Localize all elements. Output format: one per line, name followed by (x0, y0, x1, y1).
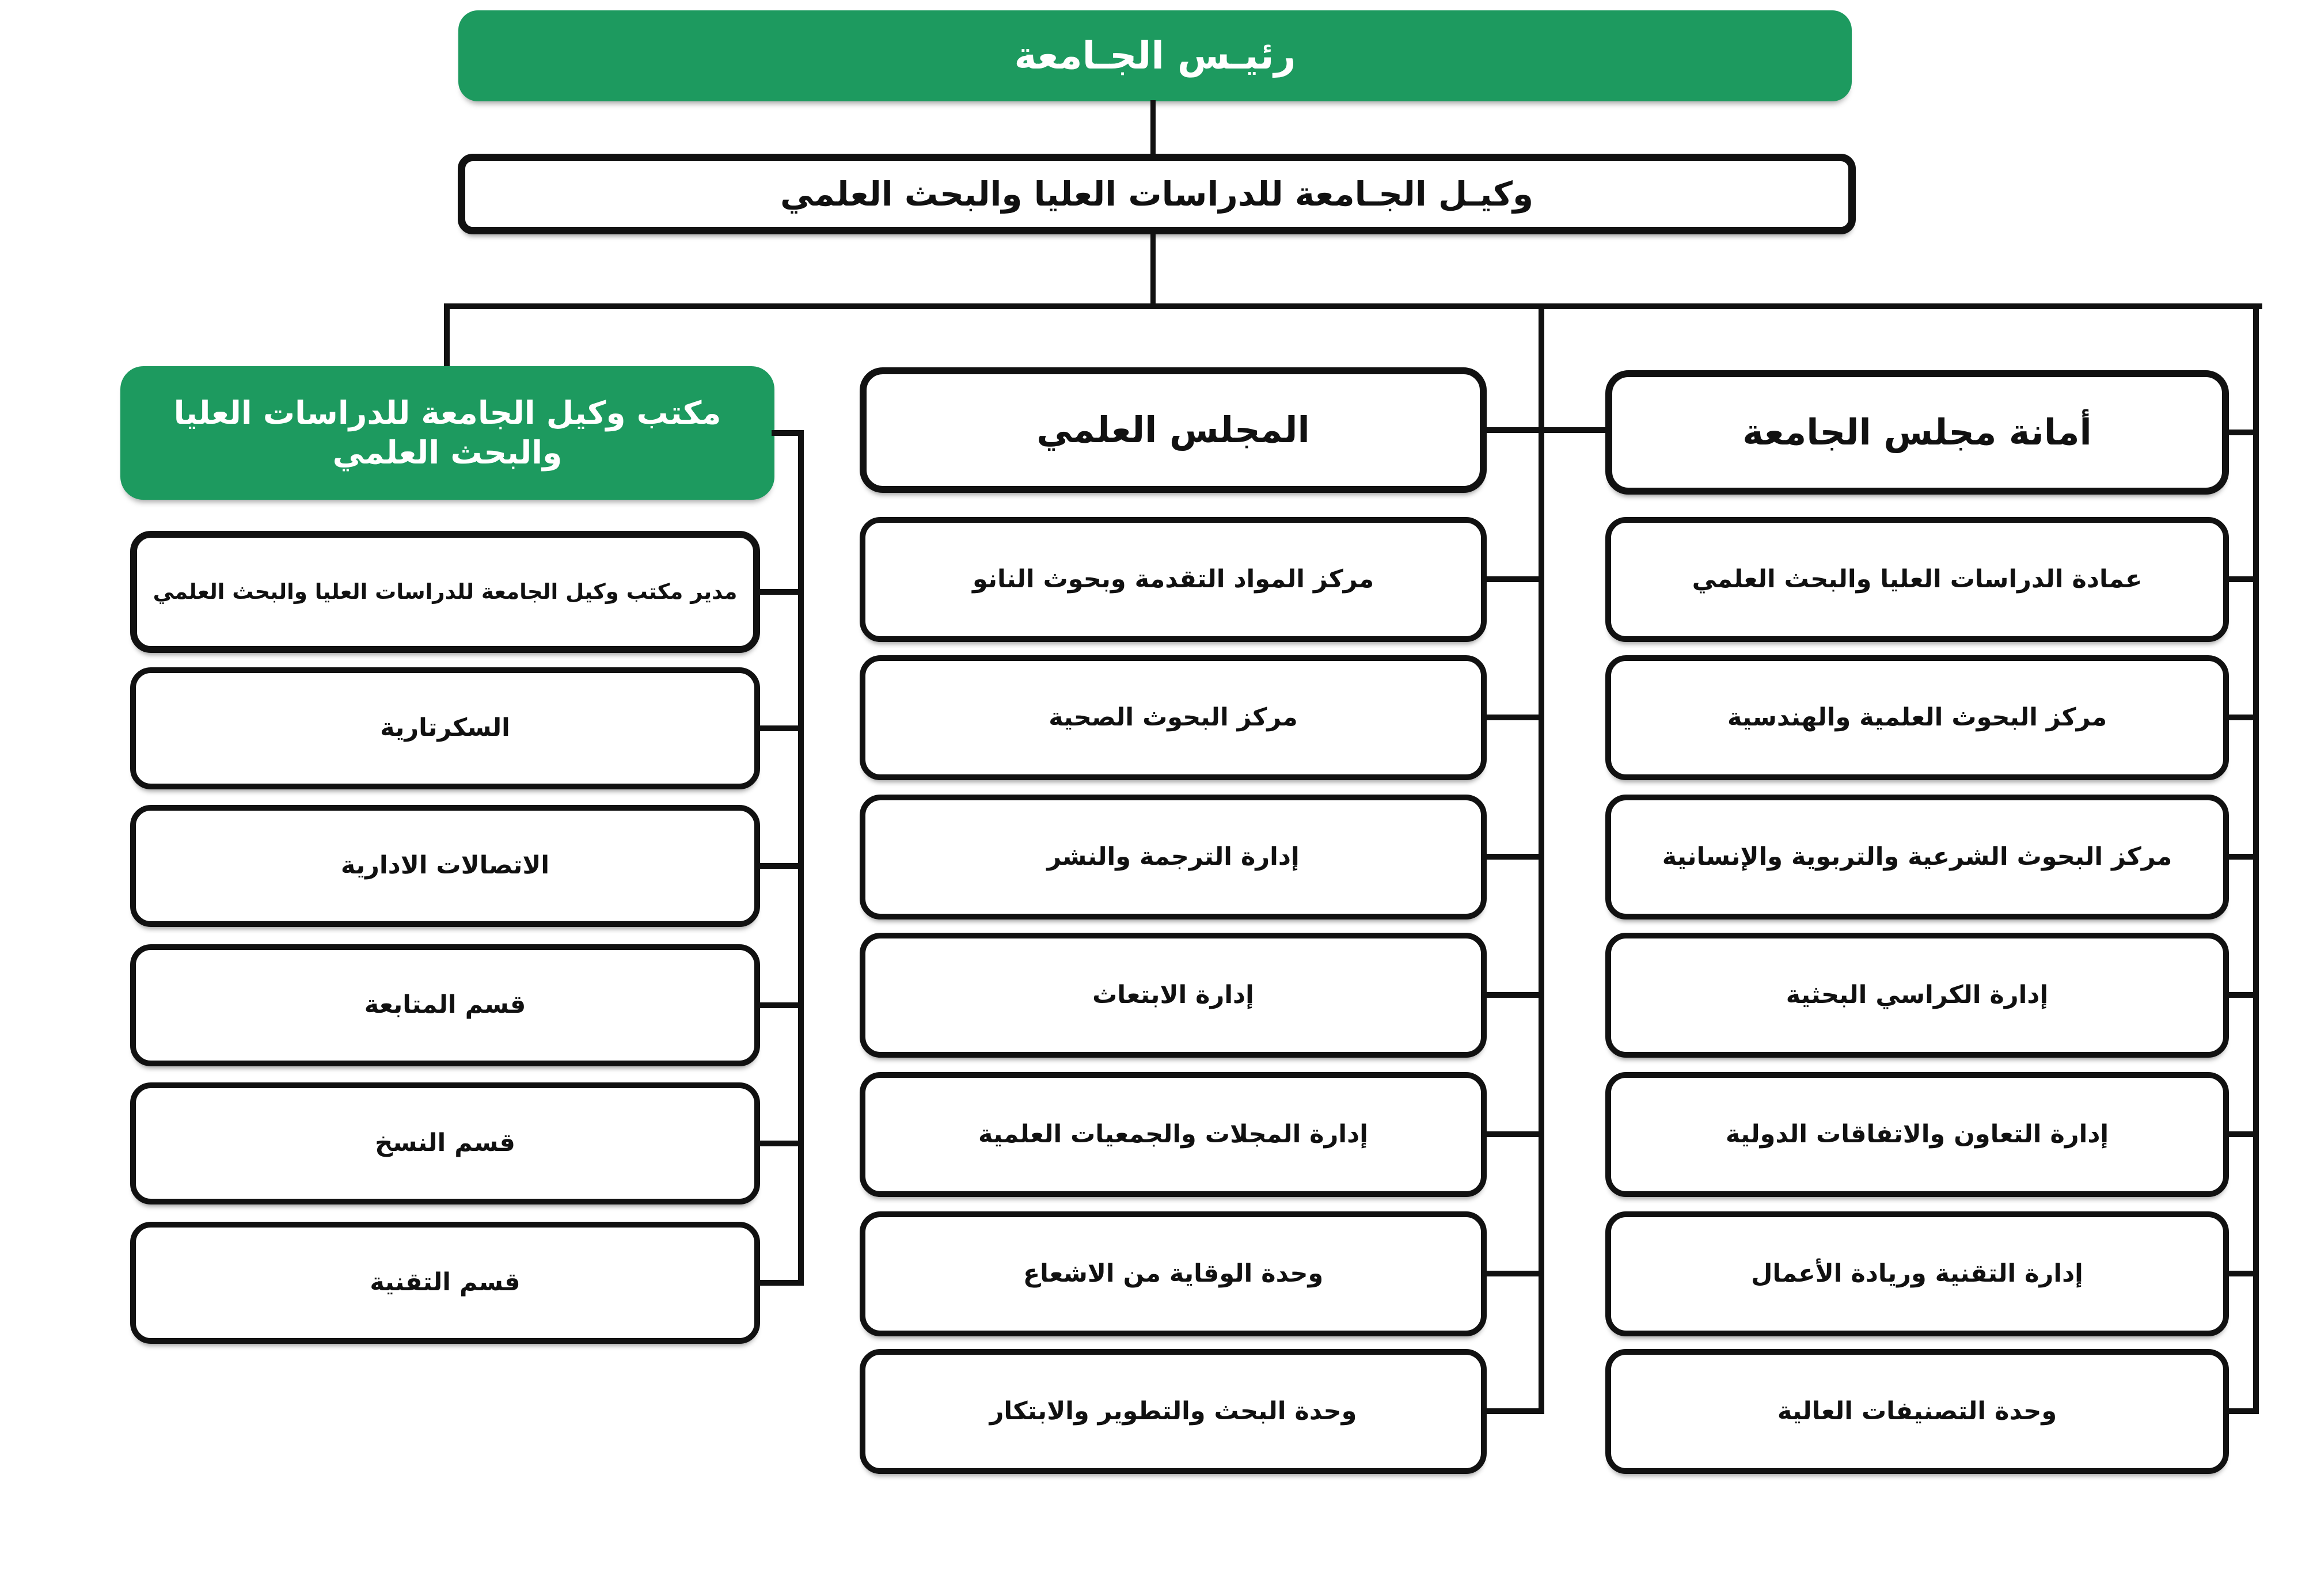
node-vice-president-graduate-studies: وكيـل الجـامعة للدراسات العليا والبحث ال… (458, 154, 1856, 234)
stub-office-manager (757, 589, 800, 595)
stub-scholarship-department (1483, 992, 1541, 998)
node-scientific-council-header: المجلس العلمي (860, 367, 1487, 493)
stub-council-secretariat-header-right (2225, 430, 2255, 435)
stub-deanship-graduate-studies (2225, 576, 2255, 582)
node-research-chairs-department: إدارة الكراسي البحثية (1605, 933, 2229, 1058)
node-sharia-educational-humanities-research-center: مركز البحوث الشرعية والتربوية والإنسانية (1605, 795, 2229, 919)
stub-copying-department (757, 1141, 800, 1146)
node-deanship-graduate-studies: عمادة الدراسات العليا والبحث العلمي (1605, 517, 2229, 642)
connector-vice-to-trunk (1150, 233, 1156, 305)
node-health-research-center: مركز البحوث الصحية (860, 655, 1487, 780)
stub-administrative-communications (757, 863, 800, 869)
stub-international-cooperation-agreements-department (2225, 1131, 2255, 1137)
stub-radiation-protection-unit (1483, 1271, 1541, 1276)
stub-research-chairs-department (2225, 992, 2255, 998)
stub-technology-department (757, 1280, 800, 1286)
rail-left-column (798, 430, 804, 1286)
node-translation-publishing-department: إدارة الترجمة والنشر (860, 795, 1487, 919)
node-council-secretariat-header: أمانة مجلس الجامعة (1605, 370, 2229, 495)
stub-advanced-materials-nano-research-center (1483, 576, 1541, 582)
node-journals-scientific-societies-department: إدارة المجلات والجمعيات العلمية (860, 1072, 1487, 1197)
node-scientific-engineering-research-center: مركز البحوث العلمية والهندسية (1605, 655, 2229, 780)
stub-technology-entrepreneurship-department (2225, 1271, 2255, 1276)
stub-follow-up-department (757, 1002, 800, 1008)
node-office-manager: مدير مكتب وكيل الجامعة للدراسات العليا و… (130, 531, 760, 653)
stub-council-secretariat-header-left (1544, 427, 1605, 433)
node-radiation-protection-unit: وحدة الوقاية من الاشعاع (860, 1211, 1487, 1336)
stub-research-development-innovation-unit (1483, 1408, 1541, 1414)
node-administrative-communications: الاتصالات الادارية (130, 805, 760, 927)
connector-trunk-horizontal (444, 303, 2262, 309)
stub-rankings-unit (2225, 1408, 2255, 1414)
stub-translation-publishing-department (1483, 854, 1541, 860)
stub-journals-scientific-societies-department (1483, 1131, 1541, 1137)
stub-office-header (772, 430, 800, 436)
node-university-president: رئيـس الجـامعة (458, 10, 1852, 101)
node-rankings-unit: وحدة التصنيفات العالية (1605, 1349, 2229, 1474)
node-copying-department: قسم النسخ (130, 1082, 760, 1204)
rail-middle-column (1539, 303, 1544, 1414)
node-technology-entrepreneurship-department: إدارة التقنية وريادة الأعمال (1605, 1211, 2229, 1336)
stub-scientific-engineering-research-center (2225, 715, 2255, 720)
connector-drop-to-office-header (444, 303, 450, 368)
node-office-header: مكتب وكيل الجامعة للدراسات العليا والبحث… (120, 366, 774, 500)
node-international-cooperation-agreements-department: إدارة التعاون والاتفاقات الدولية (1605, 1072, 2229, 1197)
stub-sharia-educational-humanities-research-center (2225, 854, 2255, 860)
node-advanced-materials-nano-research-center: مركز المواد التقدمة وبحوث النانو (860, 517, 1487, 642)
node-research-development-innovation-unit: وحدة البحث والتطوير والابتكار (860, 1349, 1487, 1474)
node-technology-department: قسم التقنية (130, 1222, 760, 1344)
node-scholarship-department: إدارة الابتعاث (860, 933, 1487, 1058)
connector-president-to-vice (1150, 100, 1156, 155)
stub-scientific-council-header (1483, 427, 1541, 433)
node-secretariat: السكرتارية (130, 667, 760, 789)
stub-health-research-center (1483, 715, 1541, 720)
stub-secretariat (757, 725, 800, 731)
rail-right-column (2253, 303, 2259, 1414)
node-follow-up-department: قسم المتابعة (130, 944, 760, 1066)
